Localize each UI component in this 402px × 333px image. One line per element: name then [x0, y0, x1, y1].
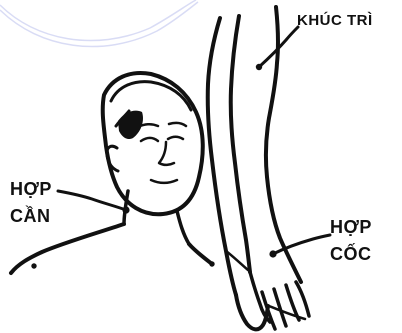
left-eye	[141, 138, 158, 141]
arm-back-edge	[266, 7, 301, 282]
hop-can-leader	[58, 191, 126, 210]
neck-right	[177, 211, 189, 244]
hop-can-label-line-1: HỢP	[10, 180, 52, 198]
hop-coc-point-icon	[269, 250, 276, 257]
right-eyebrow	[169, 123, 186, 126]
left-shoulder	[11, 224, 124, 273]
hop-can-label-line-2: CẦN	[10, 207, 51, 225]
hair-shadow	[118, 111, 143, 139]
shoulder-point-icon	[209, 261, 214, 266]
acupoint-markers	[31, 64, 276, 269]
mouth	[151, 180, 177, 183]
khuc-tri-point-icon	[256, 64, 262, 70]
background-arc	[0, 0, 198, 47]
knuckle-line	[269, 306, 305, 319]
right-eye	[168, 137, 183, 139]
hop-can-point-icon	[122, 206, 129, 213]
finger-4	[296, 282, 309, 316]
right-shoulder	[189, 244, 212, 264]
shoulder-point-icon	[31, 263, 36, 268]
nose	[159, 142, 174, 165]
person-outline	[11, 7, 309, 329]
khuc-tri-label: KHÚC TRÌ	[297, 13, 373, 28]
hop-coc-label-line-1: HỢP	[330, 218, 372, 236]
pointer-lines	[58, 27, 330, 254]
hop-coc-label-line-2: CỐC	[330, 245, 372, 263]
arm-inner-edge	[231, 16, 250, 272]
head-outline	[103, 73, 203, 214]
